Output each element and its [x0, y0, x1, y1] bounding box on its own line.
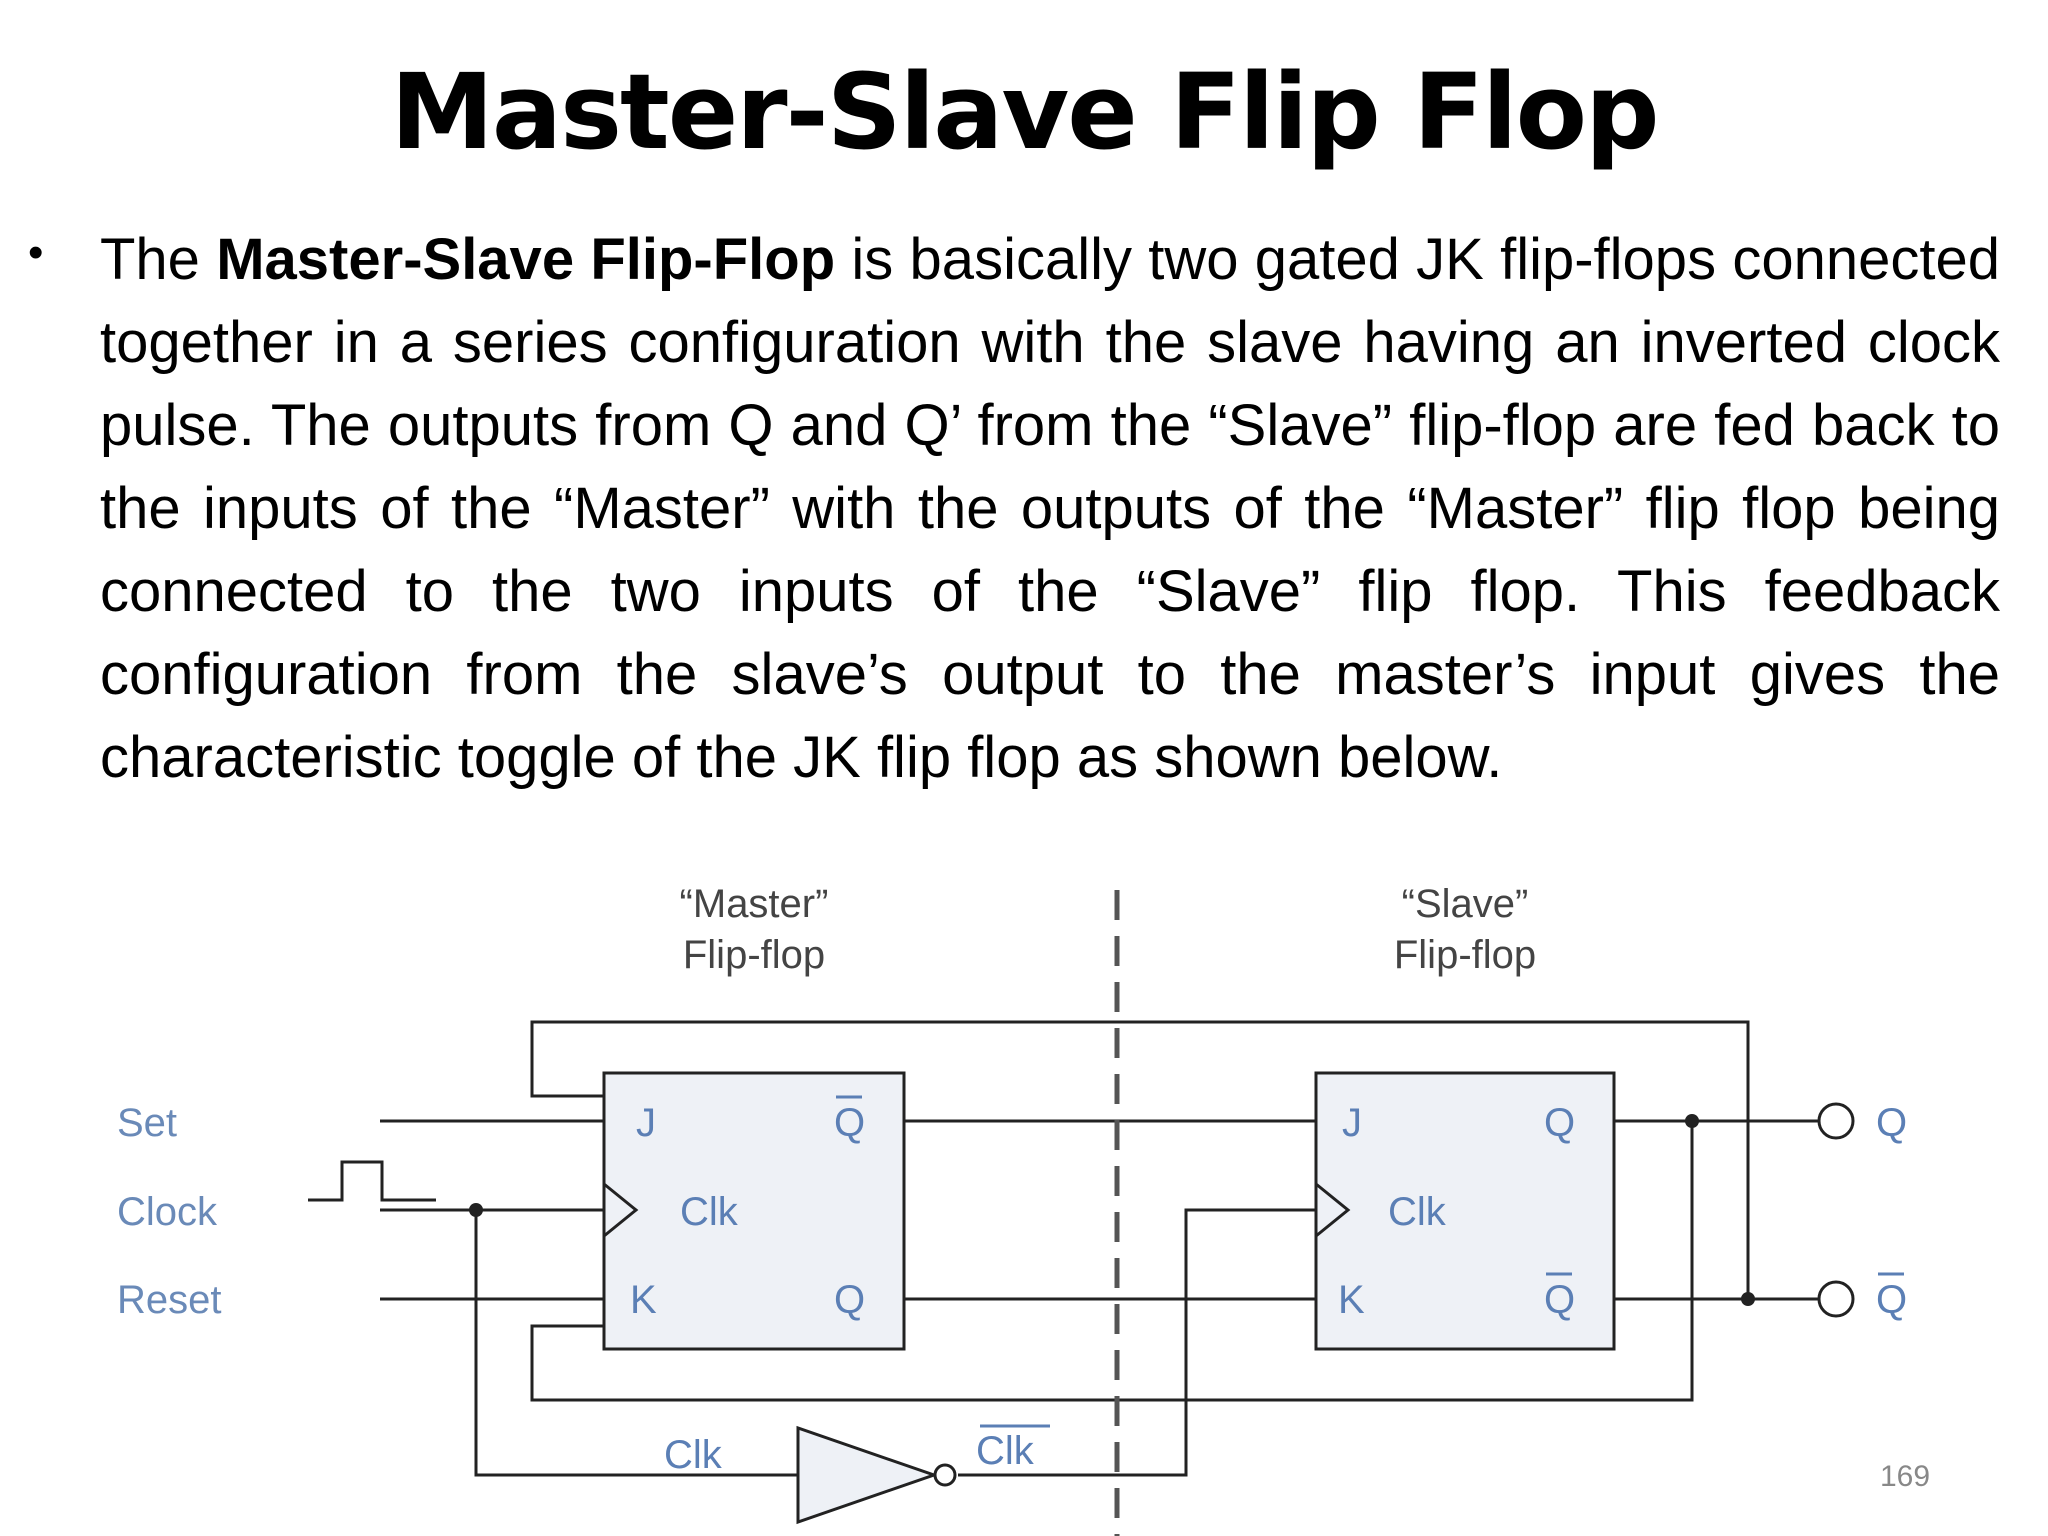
slave-pin-clk: Clk — [1388, 1190, 1447, 1234]
master-pin-k: K — [630, 1278, 657, 1322]
master-pin-q-bar: Q — [834, 1101, 865, 1145]
slave-label-line2: Flip-flop — [1394, 933, 1536, 977]
slave-clock-triangle — [1315, 1182, 1351, 1238]
clock-pulse-symbol — [308, 1160, 436, 1202]
feedback-wire-bottom — [530, 1121, 1694, 1402]
qbar-junction-dot — [1741, 1292, 1755, 1306]
paragraph-intro: The — [100, 227, 200, 292]
q-output-terminal — [1817, 1102, 1855, 1140]
inverter-input-label: Clk — [664, 1433, 723, 1477]
master-label-line2: Flip-flop — [683, 933, 825, 977]
slide-title: Master-Slave Flip Flop — [390, 51, 1659, 173]
slave-pin-j: J — [1342, 1101, 1362, 1145]
inverted-clock-wire — [958, 1208, 1316, 1477]
master-pin-clk: Clk — [680, 1190, 739, 1234]
slave-label-line1: “Slave” — [1402, 882, 1529, 926]
paragraph-rest: is basically two gated JK flip-flops con… — [100, 227, 2000, 790]
slave-flip-flop-box — [1314, 1071, 1616, 1351]
master-clock-triangle — [603, 1182, 639, 1238]
master-flip-flop-box — [602, 1071, 906, 1351]
set-label: Set — [117, 1101, 177, 1145]
output-q-bar-label: Q — [1876, 1278, 1907, 1322]
qbar-output-terminal — [1817, 1280, 1855, 1318]
inverter-gate — [796, 1425, 939, 1525]
clock-label: Clock — [117, 1190, 218, 1234]
paragraph-bold-term: Master-Slave Flip-Flop — [216, 227, 836, 292]
wires — [308, 1020, 1818, 1477]
page-number: 169 — [1880, 1460, 1931, 1493]
q-junction-dot — [1685, 1114, 1699, 1128]
bullet-paragraph: The Master-Slave Flip-Flop is basically … — [100, 218, 2000, 799]
slave-pin-q: Q — [1544, 1101, 1575, 1145]
inverter-output-label: Clk — [976, 1429, 1035, 1473]
master-pin-j: J — [636, 1101, 656, 1145]
bullet-dot: • — [28, 228, 44, 277]
slave-pin-q-bar: Q — [1544, 1278, 1575, 1322]
inverter-bubble — [933, 1463, 957, 1487]
feedback-wire-top — [530, 1020, 1750, 1295]
output-q-label: Q — [1876, 1101, 1907, 1145]
clock-branch-wire — [474, 1210, 798, 1477]
slave-pin-k: K — [1338, 1278, 1365, 1322]
reset-label: Reset — [117, 1278, 222, 1322]
clock-junction-dot — [469, 1203, 483, 1217]
master-pin-q: Q — [834, 1278, 865, 1322]
master-label-line1: “Master” — [680, 882, 829, 926]
